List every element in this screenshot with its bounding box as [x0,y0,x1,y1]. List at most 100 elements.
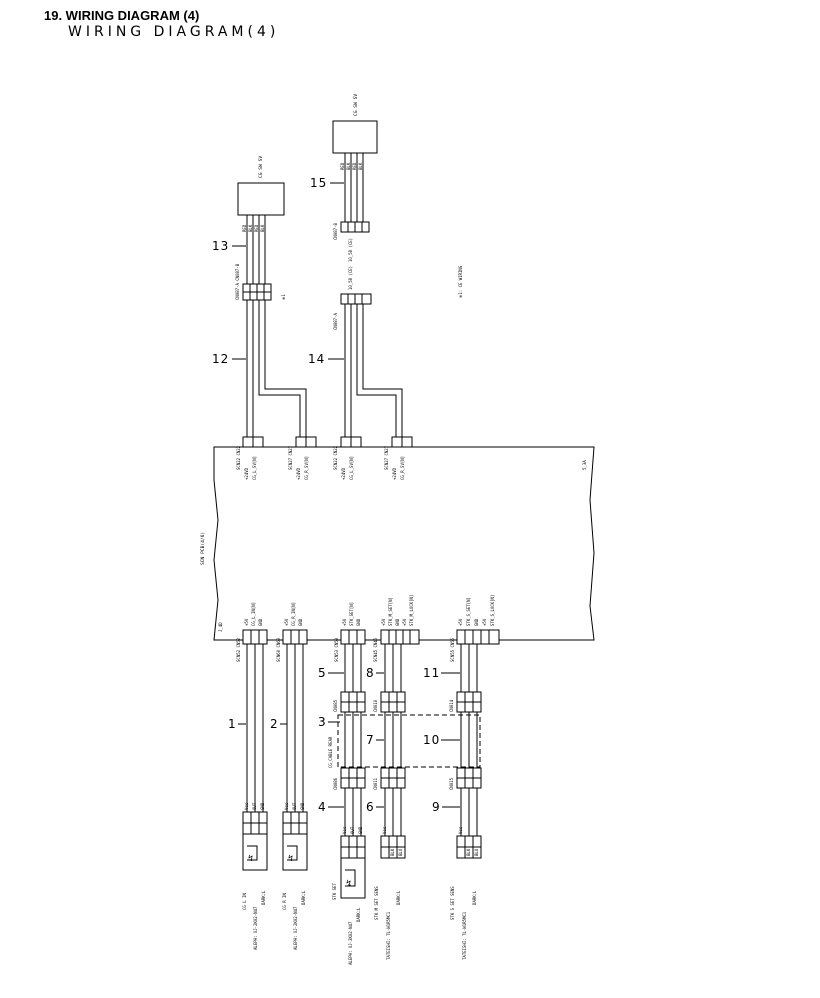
svg-text:STK_SET[N]: STK_SET[N] [349,602,354,626]
svg-text:BLK: BLK [390,848,395,856]
svg-text:2: 2 [270,717,279,731]
svg-text:STK_M_SET[N]: STK_M_SET[N] [388,597,393,626]
cg-sw-sv-left-box [237,182,285,216]
svg-text:11: 11 [423,666,440,680]
svg-text:STK M SET SENS: STK M SET SENS [374,886,379,920]
sensor-stk-m-set: Vcc BLK BLU STK M SET SENS TATEISHI: TL-… [374,826,406,960]
board-name: SCN PCB(4/6) [200,532,206,565]
svg-text:STK S SET SENS: STK S SET SENS [450,886,455,920]
svg-text:6: 6 [366,800,375,814]
svg-text:+5V: +5V [402,618,407,626]
svg-text:+24VD: +24VD [244,467,249,480]
svg-text:Vcc: Vcc [458,826,463,834]
relay-cn086: CN086 [333,767,366,790]
svg-text:Vcc: Vcc [244,802,249,810]
svg-text:+5V: +5V [284,618,289,626]
svg-text:1: 1 [228,717,237,731]
svg-text:CG_L_SV[N]: CG_L_SV[N] [349,456,354,480]
relay-cn011: CN011 [373,767,406,790]
svg-text:OUT: OUT [252,802,257,810]
svg-text:+5V: +5V [458,618,463,626]
sensor-cg-l-in: Vcc OUT GND ↯ CG L IN ALEPH: OJ-2K02-N47… [242,802,268,950]
svg-text:ALEPH: OJ-2K02-N47: ALEPH: OJ-2K02-N47 [253,906,258,950]
svg-text:GND: GND [300,802,305,810]
callout-13: 13 [212,239,229,253]
svg-text:GND: GND [260,802,265,810]
top-connector-scn22-b: SCN22 CN22 +24VD CG_L_SV[N] [333,436,362,480]
svg-text:10: 10 [423,733,440,747]
svg-text:RED: RED [352,162,357,170]
svg-text:+5V: +5V [342,618,347,626]
svg-text:SCN53 CN53: SCN53 CN53 [334,637,339,662]
cable-group-label: CG_CABLE REAR [328,736,333,768]
svg-text:SCN22 CN22: SCN22 CN22 [236,445,241,470]
callout-14: 14 [308,352,325,366]
sensor-stk-set: Vcc OUT GND ↯ STK SET ALEPH: OJ-2K02-N47… [332,826,366,965]
relay-cn015: CN015 [449,767,482,790]
svg-text:CN015: CN015 [449,777,454,790]
svg-text:DARK:L: DARK:L [261,890,266,905]
svg-text:BLK: BLK [248,224,253,232]
cg-sw-sv-right-label: CG SW SV [353,94,359,116]
svg-text:CG R IN: CG R IN [282,893,287,910]
bottom-connector-scn55: SCN55 CN55 +5V STK_S_SET[N] GND +5V STK_… [450,595,500,662]
svg-text:GND: GND [258,618,263,626]
svg-text:CG_L_IN[N]: CG_L_IN[N] [251,602,256,626]
svg-text:GND: GND [356,618,361,626]
cg-sw-sv-left-pins: RED BLK RED BLK [242,224,265,232]
svg-text:SCN52 CN52: SCN52 CN52 [236,637,241,662]
svg-text:GND: GND [474,618,479,626]
svg-text:SCN27 CN27: SCN27 CN27 [384,445,389,470]
svg-text:RED: RED [254,224,259,232]
svg-text:CN011: CN011 [373,777,378,790]
svg-text:GND: GND [358,826,363,834]
svg-text:SCN22 CN22: SCN22 CN22 [333,445,338,470]
bottom-connector-scn60: SCN60 CN60 +5V CG_R_IN[N] GND [276,602,308,662]
sensor-cg-r-in: Vcc OUT GND ↯ CG R IN ALEPH: OJ-2K02-N47… [282,802,308,950]
cg-sw-sv-right-pins: RED BLK RED BLK [340,162,363,170]
svg-text:GND: GND [298,618,303,626]
svg-text:SCN55 CN55: SCN55 CN55 [450,637,455,662]
svg-text:9: 9 [432,800,441,814]
top-connector-scn22-a: SCN22 CN22 +24VD CG_L_SV[N] [236,436,264,480]
svg-text:RED: RED [242,224,247,232]
svg-text:CG_R_SV[N]: CG_R_SV[N] [400,456,405,480]
ce-wiring-note: ※1: CE WIRING [458,265,463,298]
svg-text:OUT: OUT [350,826,355,834]
bottom-callouts: 1 2 3 4 5 6 7 8 9 10 11 [228,666,460,814]
svg-text:↯: ↯ [248,854,253,864]
relay-conn-right-top-note: 10_58 (CE) [348,238,353,262]
svg-text:ALEPH: OJ-2K02-N47: ALEPH: OJ-2K02-N47 [348,921,353,965]
svg-text:STK_S_LOCK[N]: STK_S_LOCK[N] [490,595,495,626]
svg-text:7: 7 [366,733,375,747]
board-code-right: 5_3A [582,460,587,470]
bottom-connector-scn53: SCN53 CN53 +5V STK_SET[N] GND [334,602,366,662]
relay-cn010: CN010 [373,691,406,713]
svg-text:DARK:L: DARK:L [301,890,306,905]
relay-note-left: ※1 [281,294,286,300]
svg-text:+24VD: +24VD [296,467,301,480]
relay-conn-right-label: CN087-A [333,313,338,330]
top-connector-scn27-b: SCN27 CN27 +24VD CG_R_SV[N] [384,436,413,480]
svg-text:BLK: BLK [358,162,363,170]
cg-sw-sv-left-label: CG SW SV [258,156,264,178]
relay-cn085: CN085 [333,691,366,713]
svg-text:DARK:L: DARK:L [472,890,477,905]
svg-text:Vcc: Vcc [342,826,347,834]
board-code-left: J_4D [218,622,223,632]
svg-text:CG_R_SV[N]: CG_R_SV[N] [304,456,309,480]
svg-text:Vcc: Vcc [284,802,289,810]
svg-text:DARK:L: DARK:L [356,907,361,922]
svg-text:CN086: CN086 [333,777,338,790]
top-connector-scn27-a: SCN27 CN27 +24VD CG_R_SV[N] [288,436,317,480]
svg-text:CN014: CN014 [449,699,454,712]
svg-text:BLU: BLU [398,848,403,856]
svg-text:4: 4 [318,800,327,814]
svg-text:STK SET: STK SET [332,883,337,900]
svg-text:SCN27 CN27: SCN27 CN27 [288,445,293,470]
relay-conn-left-label: CN087-A CN087-B [235,263,240,300]
svg-text:OUT: OUT [292,802,297,810]
svg-text:RED: RED [340,162,345,170]
svg-text:BLK: BLK [346,162,351,170]
